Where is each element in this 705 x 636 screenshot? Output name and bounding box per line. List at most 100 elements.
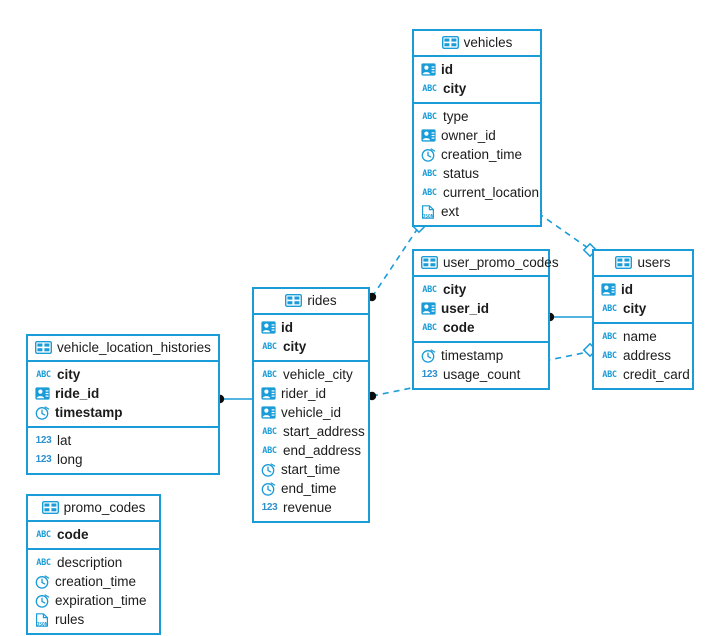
- abc-icon: ABC: [422, 187, 437, 198]
- abc-icon: ABC: [422, 322, 437, 333]
- column-label: description: [57, 554, 123, 570]
- column-label: code: [443, 319, 475, 335]
- column-label: creation_time: [55, 573, 137, 589]
- abc-icon: ABC: [602, 303, 617, 314]
- table-header-vehicles[interactable]: vehicles: [414, 31, 540, 57]
- relationship-vlh-to-rides[interactable]: [215, 394, 252, 404]
- grid-icon: [615, 256, 633, 269]
- clock-icon: [261, 481, 276, 496]
- grid-icon: [441, 36, 459, 49]
- key-row-vehicle_location_histories-timestamp[interactable]: timestamp: [28, 403, 218, 422]
- column-label: city: [57, 366, 81, 382]
- table-name: users: [637, 255, 671, 270]
- key-row-rides-id[interactable]: id: [254, 318, 368, 337]
- key-row-users-city[interactable]: ABC city: [594, 299, 692, 318]
- column-label: city: [283, 338, 307, 354]
- column-row-promo_codes-creation_time[interactable]: creation_time: [28, 572, 159, 591]
- table-name: promo_codes: [63, 500, 146, 515]
- abc-icon: ABC: [422, 284, 437, 295]
- column-row-rides-end_time[interactable]: end_time: [254, 479, 368, 498]
- column-label: end_time: [281, 480, 337, 496]
- key-icon: [421, 63, 436, 76]
- table-header-rides[interactable]: rides: [254, 289, 368, 315]
- table-header-users[interactable]: users: [594, 251, 692, 277]
- grid-icon: [35, 341, 52, 354]
- column-label: rules: [55, 611, 85, 627]
- column-label: expiration_time: [55, 592, 147, 608]
- column-row-promo_codes-description[interactable]: ABC description: [28, 553, 159, 572]
- column-row-rides-vehicle_id[interactable]: vehicle_id: [254, 403, 368, 422]
- column-row-rides-start_time[interactable]: start_time: [254, 460, 368, 479]
- column-row-users-name[interactable]: ABC name: [594, 327, 692, 346]
- key-row-users-id[interactable]: id: [594, 280, 692, 299]
- column-label: start_time: [281, 461, 341, 477]
- table-header-vehicle_location_histories[interactable]: vehicle_location_histories: [28, 336, 218, 362]
- column-label: ride_id: [55, 385, 100, 401]
- num-icon: 123: [421, 368, 438, 380]
- column-row-vehicles-owner_id[interactable]: owner_id: [414, 126, 540, 145]
- json-icon: JSON: [421, 204, 436, 219]
- abc-icon: ABC: [422, 111, 437, 122]
- key-row-vehicle_location_histories-ride_id[interactable]: ride_id: [28, 384, 218, 403]
- clock-icon: [35, 574, 50, 589]
- abc-icon: ABC: [36, 557, 51, 568]
- column-row-vehicles-creation_time[interactable]: creation_time: [414, 145, 540, 164]
- column-label: timestamp: [55, 404, 123, 420]
- column-label: status: [443, 165, 480, 181]
- table-name: vehicles: [463, 35, 513, 50]
- table-header-promo_codes[interactable]: promo_codes: [28, 496, 159, 522]
- abc-icon: ABC: [422, 83, 437, 94]
- column-label: id: [621, 281, 633, 297]
- svg-text:JSON: JSON: [422, 213, 433, 219]
- relationship-upc-to-users[interactable]: [545, 312, 592, 322]
- column-row-promo_codes-expiration_time[interactable]: expiration_time: [28, 591, 159, 610]
- column-label: city: [623, 300, 647, 316]
- abc-icon: ABC: [262, 369, 277, 380]
- column-label: name: [623, 328, 657, 344]
- num-icon: 123: [261, 501, 278, 513]
- table-header-user_promo_codes[interactable]: user_promo_codes: [414, 251, 559, 277]
- key-row-user_promo_codes-user_id[interactable]: user_id: [414, 299, 548, 318]
- column-label: current_location: [443, 184, 540, 200]
- abc-icon: ABC: [602, 331, 617, 342]
- grid-icon: [285, 294, 303, 307]
- column-label: owner_id: [441, 127, 496, 143]
- column-row-user_promo_codes-timestamp[interactable]: timestamp: [414, 346, 548, 365]
- column-label: id: [441, 61, 453, 77]
- key-row-user_promo_codes-code[interactable]: ABC code: [414, 318, 548, 337]
- abc-icon: ABC: [262, 426, 277, 437]
- table-name: rides: [307, 293, 337, 308]
- num-icon: 123: [35, 453, 52, 465]
- column-row-vehicles-current_location[interactable]: ABC current_location: [414, 183, 540, 202]
- grid-icon: [41, 501, 59, 514]
- key-row-vehicles-id[interactable]: id: [414, 60, 540, 79]
- column-row-rides-rider_id[interactable]: rider_id: [254, 384, 368, 403]
- column-label: id: [281, 319, 293, 335]
